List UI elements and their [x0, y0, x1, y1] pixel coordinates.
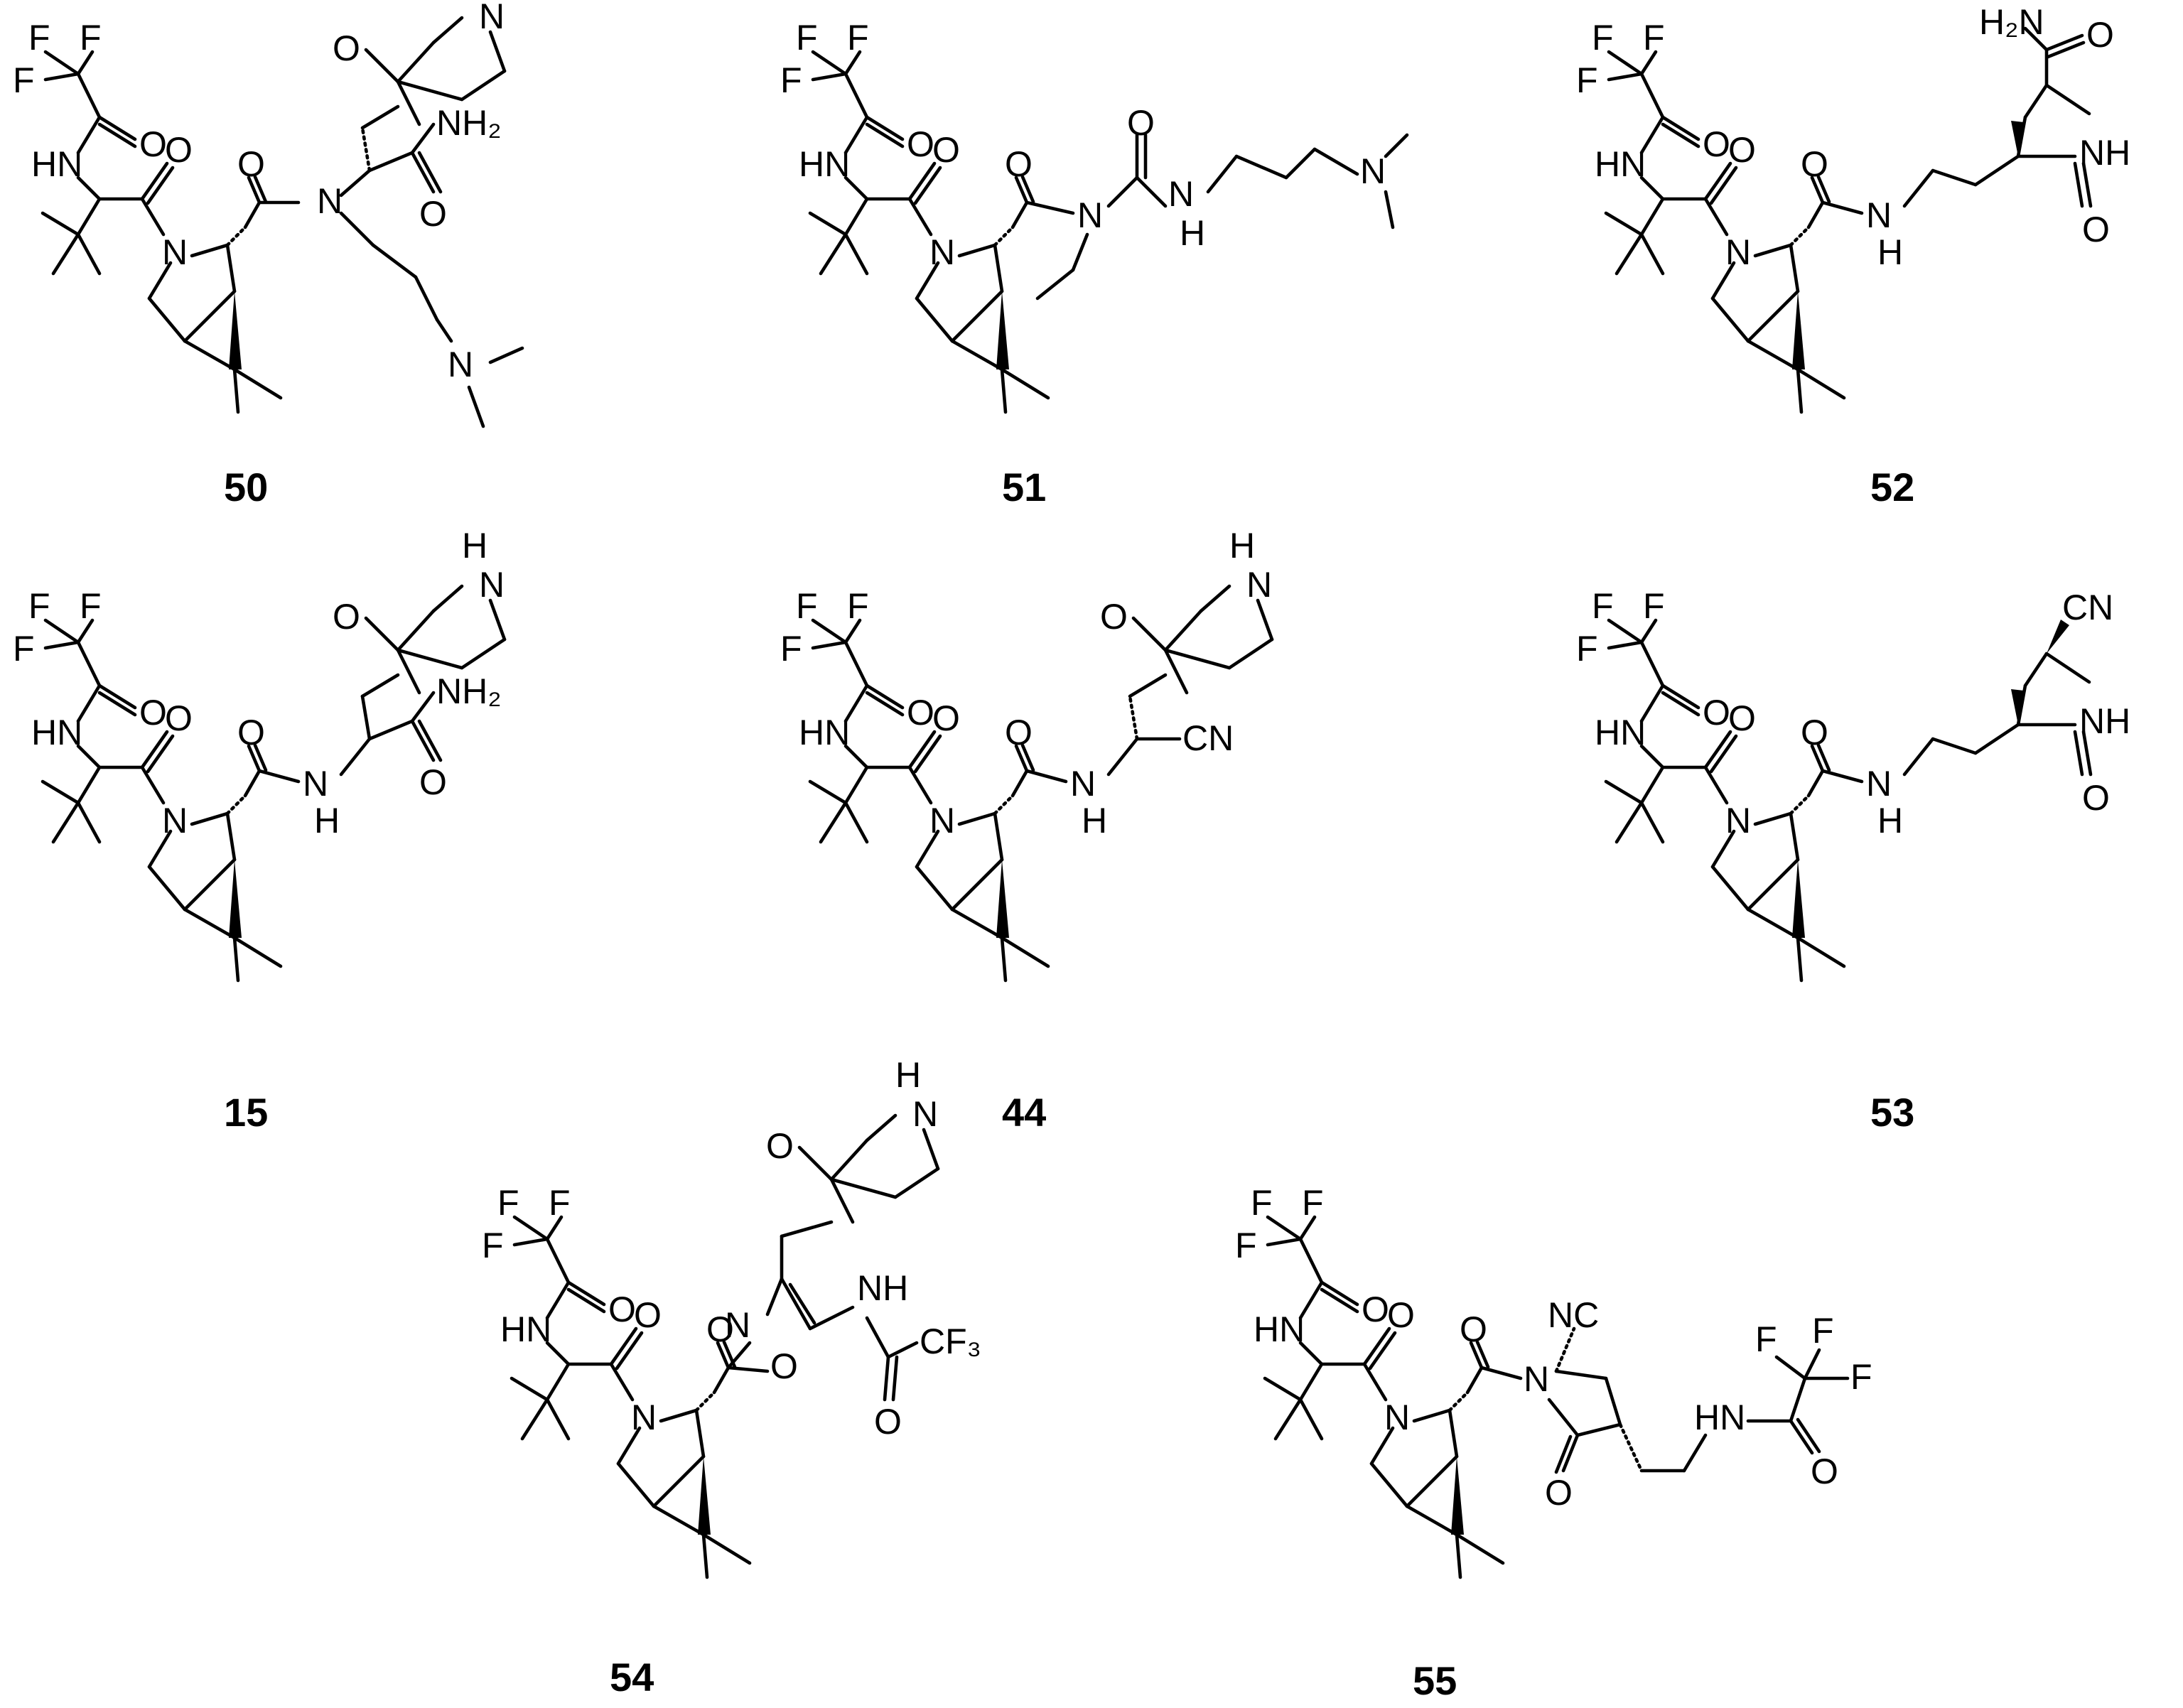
svg-text:F: F	[1812, 1311, 1834, 1351]
svg-text:NH₂: NH₂	[436, 103, 502, 143]
svg-text:F: F	[1850, 1357, 1872, 1397]
svg-text:N: N	[725, 1305, 750, 1345]
svg-text:O: O	[2082, 210, 2110, 249]
svg-text:CN: CN	[1182, 718, 1234, 758]
svg-text:O: O	[2082, 778, 2110, 818]
svg-text:54: 54	[610, 1655, 654, 1699]
svg-text:F: F	[1755, 1319, 1777, 1359]
svg-text:51: 51	[1002, 465, 1046, 509]
compound-44: N H CN 44	[780, 526, 1272, 1135]
svg-text:O: O	[874, 1402, 902, 1442]
svg-text:H: H	[1877, 232, 1903, 272]
svg-text:H: H	[314, 801, 340, 841]
compound-50: N N O NH₂ 50	[13, 0, 524, 509]
svg-text:N: N	[1070, 764, 1096, 804]
svg-text:O: O	[419, 194, 447, 234]
svg-text:O: O	[1127, 103, 1155, 143]
svg-text:53: 53	[1870, 1090, 1914, 1135]
svg-text:N: N	[1168, 174, 1194, 214]
svg-text:O: O	[1545, 1473, 1573, 1513]
svg-text:O: O	[1811, 1452, 1838, 1491]
svg-text:N: N	[303, 764, 328, 804]
svg-text:N: N	[1866, 195, 1892, 235]
svg-text:NH: NH	[857, 1268, 908, 1308]
compound-15: N H O NH₂ 15	[13, 526, 505, 1135]
svg-text:N: N	[1077, 195, 1103, 235]
svg-text:N: N	[1866, 764, 1892, 804]
svg-text:H: H	[1082, 801, 1107, 841]
svg-text:HN: HN	[1694, 1398, 1745, 1437]
svg-text:O: O	[2086, 15, 2114, 55]
compound-55: N NC O HN O F F F 55	[1235, 1183, 1872, 1703]
svg-text:52: 52	[1870, 465, 1914, 509]
compound-51: N O N H N 51	[780, 18, 1409, 509]
compound-54: N O NH O CF₃ 54	[482, 1055, 981, 1699]
svg-text:N: N	[448, 345, 473, 384]
svg-text:NH₂: NH₂	[436, 671, 502, 711]
svg-text:H: H	[1877, 801, 1903, 841]
svg-text:O: O	[770, 1346, 798, 1386]
svg-text:O: O	[419, 762, 447, 802]
compound-52: N H NH O O H₂N 52	[1576, 2, 2130, 509]
svg-text:N: N	[1524, 1359, 1549, 1399]
svg-text:55: 55	[1413, 1658, 1457, 1703]
svg-text:H: H	[1180, 213, 1205, 253]
svg-text:N: N	[1360, 151, 1386, 191]
compound-53: N H NH O CN 53	[1576, 586, 2130, 1135]
svg-text:N: N	[317, 181, 343, 221]
svg-text:H₂N: H₂N	[1979, 2, 2044, 42]
svg-text:CF₃: CF₃	[920, 1321, 981, 1361]
svg-text:NH: NH	[2079, 701, 2130, 741]
svg-text:15: 15	[224, 1090, 268, 1135]
svg-text:NH: NH	[2079, 133, 2130, 173]
svg-text:CN: CN	[2062, 588, 2113, 627]
svg-text:50: 50	[224, 465, 268, 509]
svg-text:44: 44	[1002, 1090, 1046, 1135]
svg-text:NC: NC	[1548, 1295, 1599, 1335]
